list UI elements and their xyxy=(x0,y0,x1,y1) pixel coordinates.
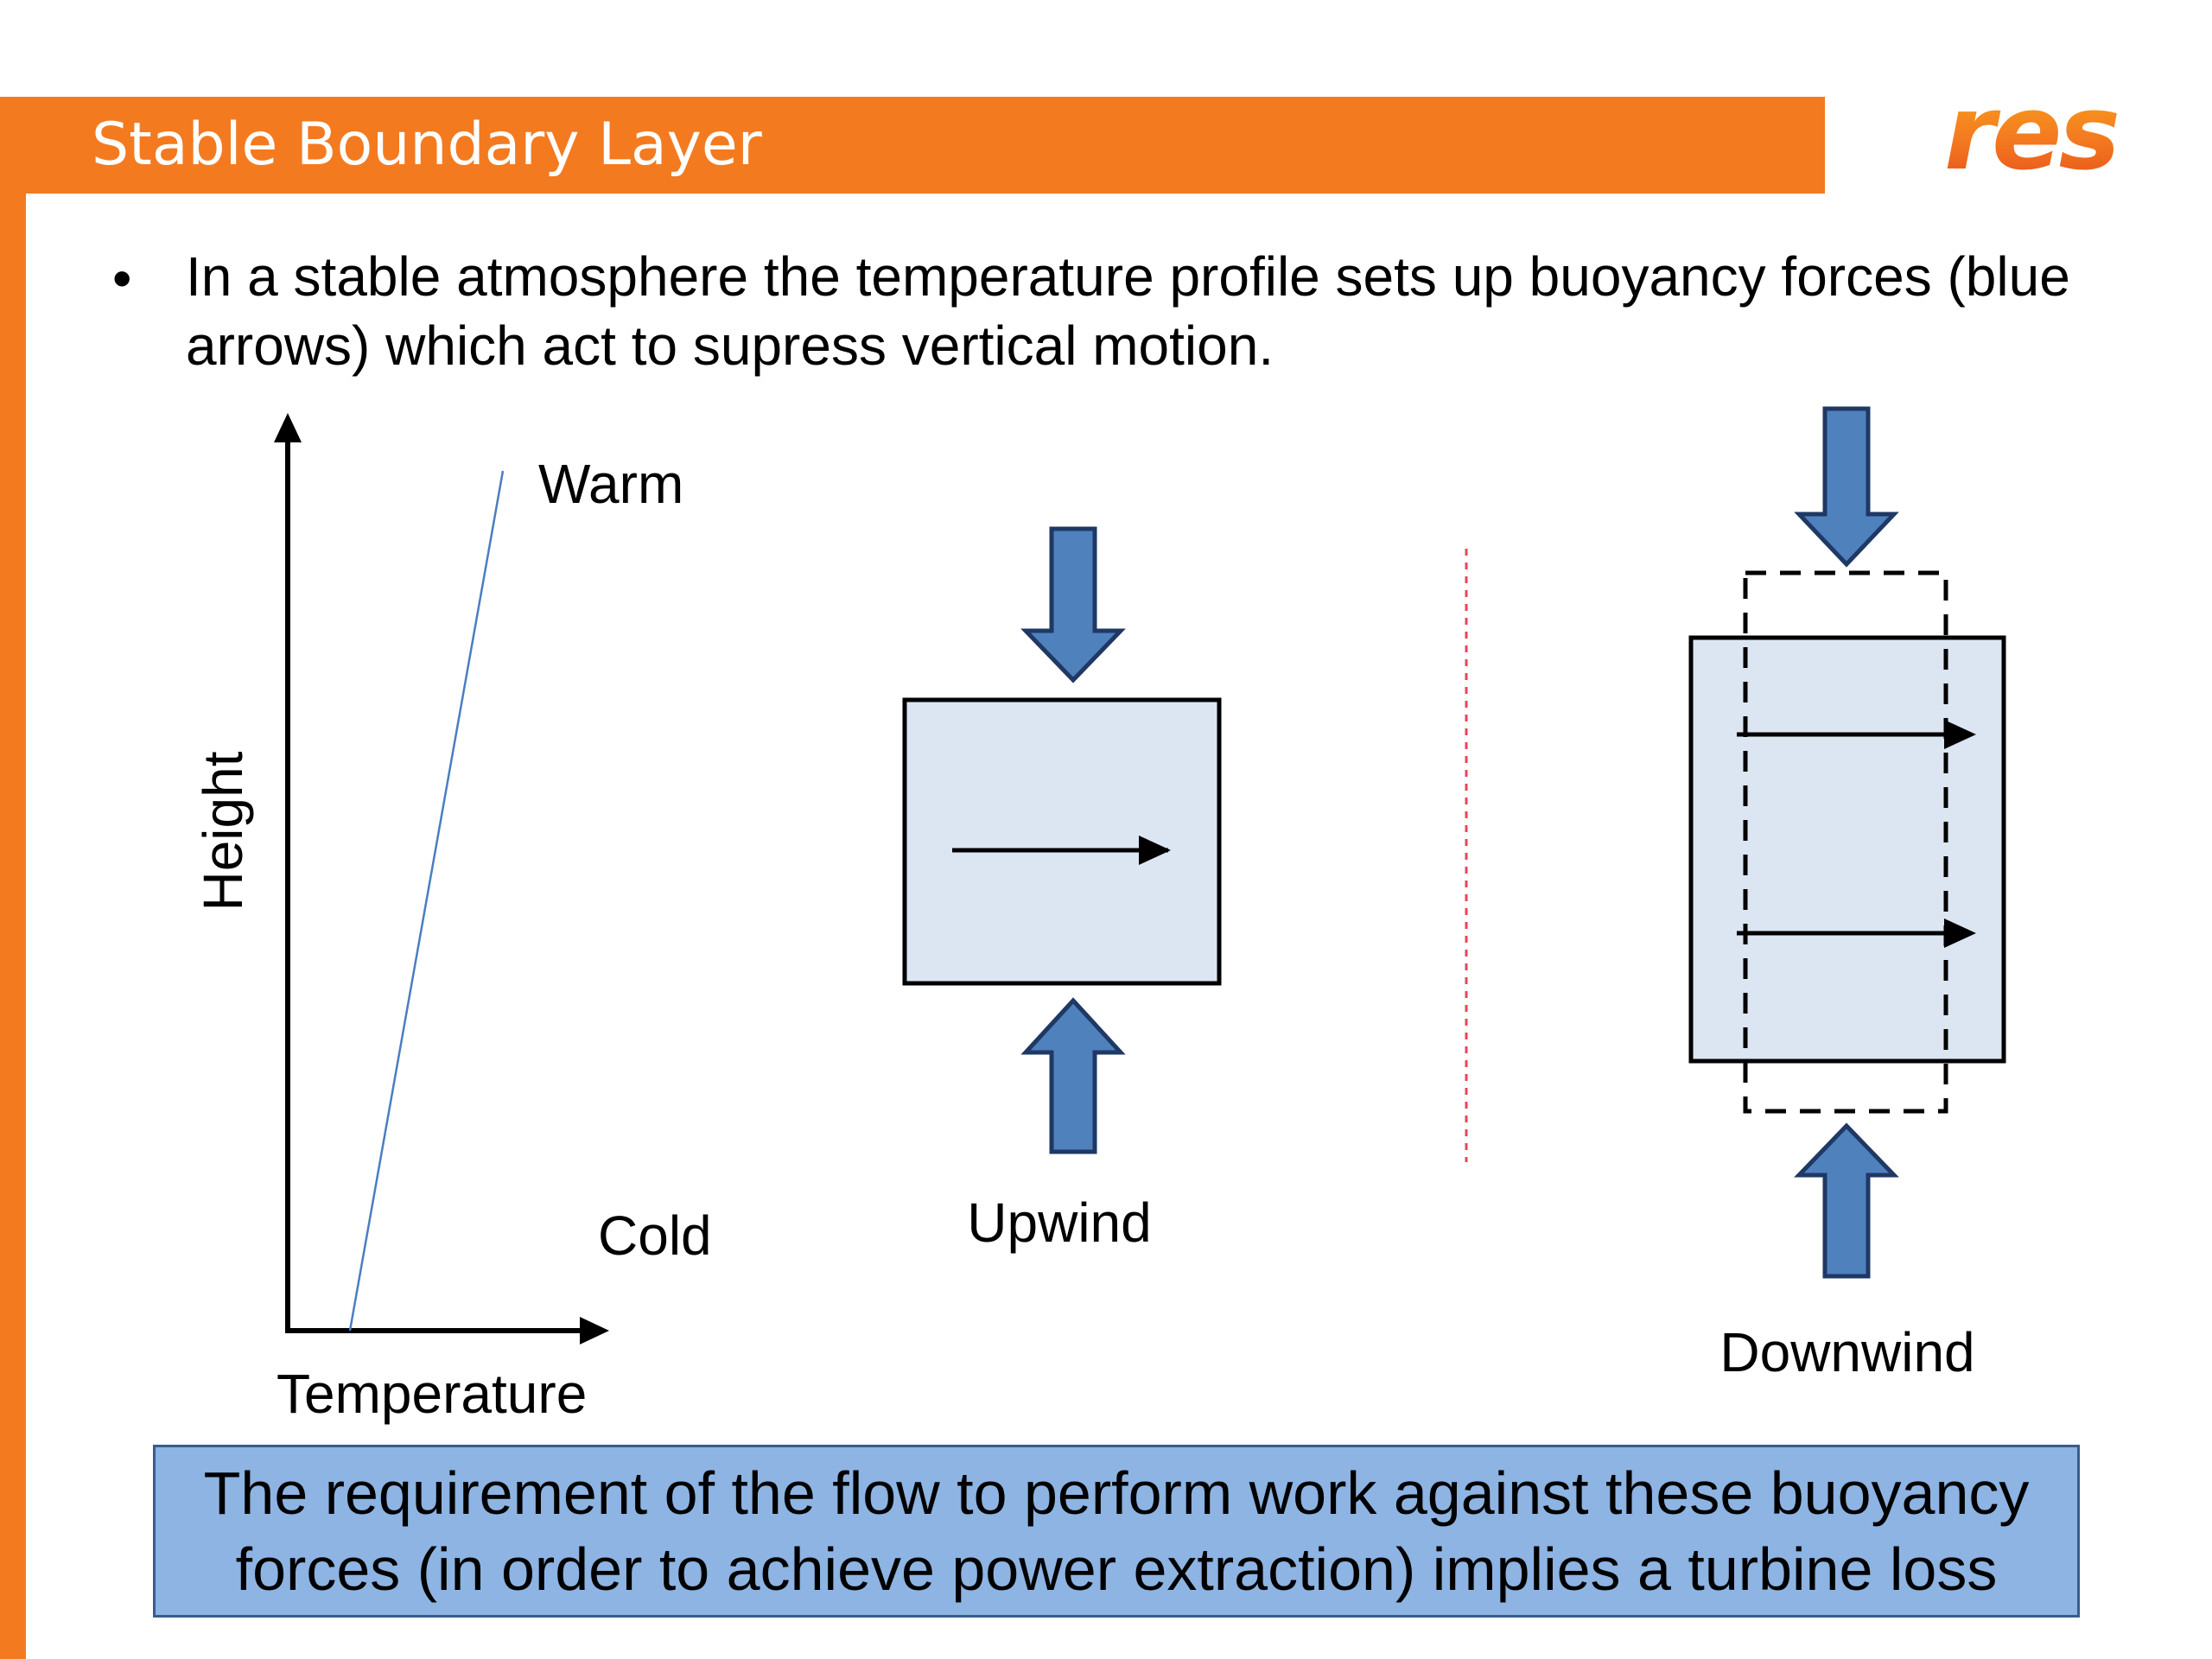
temperature-height-axes: Height Temperature Warm Cold xyxy=(192,413,712,1425)
downwind-buoyancy-arrow-down xyxy=(1794,406,1899,568)
downwind-label: Downwind xyxy=(1719,1321,1974,1383)
upwind-parcel-box xyxy=(902,697,1222,986)
upwind-flow-arrowhead xyxy=(1139,836,1171,865)
y-axis-arrowhead xyxy=(274,413,302,442)
cold-label: Cold xyxy=(598,1205,712,1267)
downwind-parcel-box xyxy=(1688,635,2006,1064)
title-bar: Stable Boundary Layer xyxy=(0,97,1825,194)
logo-text: res xyxy=(1944,82,2130,186)
res-logo: res xyxy=(1944,82,2130,186)
height-axis-label: Height xyxy=(192,751,254,911)
downwind-expanded-outline xyxy=(1743,570,1948,1114)
downwind-flow-arrowhead-bottom xyxy=(1944,918,1976,948)
downwind-parcel: Downwind xyxy=(1688,406,2006,1383)
conclusion-callout-box: The requirement of the flow to perform w… xyxy=(153,1445,2080,1618)
upwind-label: Upwind xyxy=(967,1192,1151,1254)
bullet-dot: • xyxy=(112,247,132,309)
x-axis-arrowhead xyxy=(580,1317,609,1344)
temperature-profile-line xyxy=(348,470,505,1332)
accent-side-bar xyxy=(0,97,26,1659)
upwind-buoyancy-arrow-up xyxy=(1020,997,1126,1154)
downwind-buoyancy-arrow-up xyxy=(1794,1122,1899,1279)
callout-text: The requirement of the flow to perform w… xyxy=(203,1459,2030,1603)
bullet-text: In a stable atmosphere the temperature p… xyxy=(186,245,2070,377)
temperature-axis-label: Temperature xyxy=(276,1363,587,1425)
warm-label: Warm xyxy=(538,453,683,515)
upwind-buoyancy-arrow-down xyxy=(1020,526,1126,683)
downwind-flow-arrowhead-top xyxy=(1944,720,1976,749)
upwind-parcel: Upwind xyxy=(902,526,1222,1254)
slide-title: Stable Boundary Layer xyxy=(92,111,762,179)
